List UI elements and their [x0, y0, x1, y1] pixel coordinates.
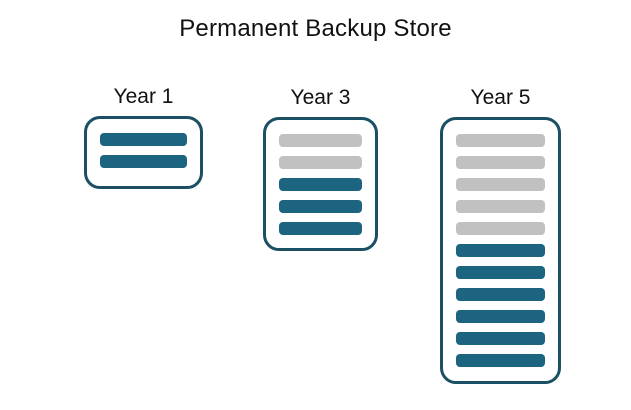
diagram-title: Permanent Backup Store [179, 15, 452, 42]
backup-bar-aged [456, 134, 545, 147]
store-year-label: Year 1 [113, 84, 174, 108]
backup-bar-recent [456, 354, 545, 367]
backup-bar-aged [456, 156, 545, 169]
store-year-label: Year 5 [470, 85, 531, 109]
backup-bar-recent [279, 200, 362, 213]
backup-store-box: Year 5 [440, 86, 561, 384]
backup-bar-aged [279, 156, 362, 169]
backup-bar-recent [279, 178, 362, 191]
backup-bar-recent [456, 310, 545, 323]
backup-bar-recent [456, 288, 545, 301]
backup-bar-recent [100, 133, 187, 146]
backup-bar-recent [456, 332, 545, 345]
backup-bar-aged [456, 200, 545, 213]
backup-bar-recent [100, 155, 187, 168]
backup-bar-recent [456, 266, 545, 279]
backup-bar-aged [456, 178, 545, 191]
backup-store-box: Year 3 [263, 86, 378, 251]
backup-bar-aged [456, 222, 545, 235]
backup-bar-recent [456, 244, 545, 257]
store-year-label: Year 3 [290, 85, 351, 109]
backup-store-box: Year 1 [84, 85, 203, 189]
backup-bar-recent [279, 222, 362, 235]
backup-bar-aged [279, 134, 362, 147]
